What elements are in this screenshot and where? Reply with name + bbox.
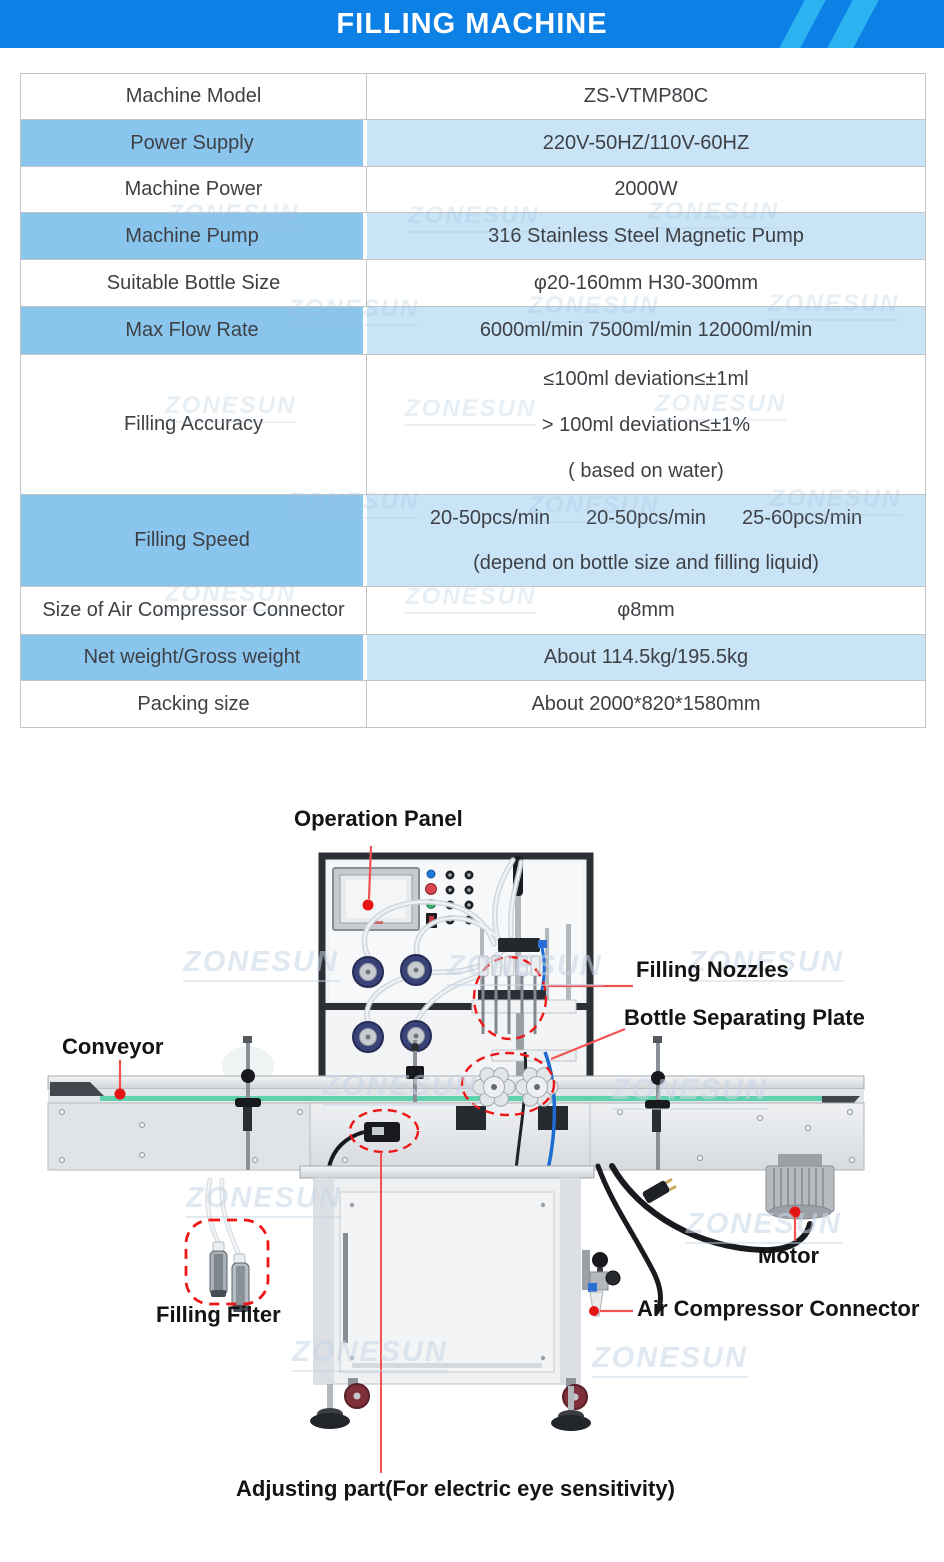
label-motor: Motor bbox=[758, 1243, 820, 1268]
row-label: Filling Accuracy bbox=[21, 355, 367, 494]
spec-table: Machine Model ZS-VTMP80C Power Supply 22… bbox=[20, 73, 926, 728]
page-title: FILLING MACHINE bbox=[336, 8, 608, 40]
label-air-compressor-connector: Air Compressor Connector bbox=[637, 1296, 920, 1321]
row-value: 20-50pcs/min 20-50pcs/min 25-60pcs/min (… bbox=[367, 495, 925, 586]
guide-rail-posts bbox=[235, 1036, 670, 1170]
table-row: Suitable Bottle Size φ20-160mm H30-300mm bbox=[21, 260, 925, 307]
speed-values: 20-50pcs/min 20-50pcs/min 25-60pcs/min bbox=[430, 496, 862, 541]
row-label: Filling Speed bbox=[21, 495, 367, 586]
label-conveyor: Conveyor bbox=[62, 1034, 164, 1059]
row-value: ≤100ml deviation≤±1ml > 100ml deviation≤… bbox=[367, 355, 925, 494]
row-value: About 114.5kg/195.5kg bbox=[367, 635, 925, 680]
annotations bbox=[114, 845, 801, 1473]
table-row: Max Flow Rate 6000ml/min 7500ml/min 1200… bbox=[21, 307, 925, 355]
row-label: Size of Air Compressor Connector bbox=[21, 587, 367, 634]
table-row: Packing size About 2000*820*1580mm bbox=[21, 681, 925, 728]
label-bottle-separating-plate: Bottle Separating Plate bbox=[624, 1005, 865, 1030]
row-value: 6000ml/min 7500ml/min 12000ml/min bbox=[367, 307, 925, 354]
machine-diagram bbox=[47, 845, 865, 1473]
row-value: 316 Stainless Steel Magnetic Pump bbox=[367, 213, 925, 259]
table-row: Net weight/Gross weight About 114.5kg/19… bbox=[21, 635, 925, 681]
speed-note: (depend on bottle size and filling liqui… bbox=[473, 551, 819, 574]
table-row: Size of Air Compressor Connector φ8mm bbox=[21, 587, 925, 635]
pump-heads bbox=[352, 954, 432, 1053]
row-label: Suitable Bottle Size bbox=[21, 260, 367, 306]
accuracy-line: ≤100ml deviation≤±1ml bbox=[543, 367, 749, 390]
table-row: Filling Accuracy ≤100ml deviation≤±1ml >… bbox=[21, 355, 925, 495]
accuracy-line: > 100ml deviation≤±1% bbox=[541, 413, 751, 436]
title-banner: FILLING MACHINE bbox=[0, 0, 944, 48]
silicone-tubes bbox=[361, 857, 524, 1025]
casters bbox=[310, 1378, 591, 1431]
label-filling-filter: Filling Filter bbox=[156, 1302, 281, 1327]
accuracy-line: ( based on water) bbox=[568, 459, 724, 482]
table-row: Filling Speed 20-50pcs/min 20-50pcs/min … bbox=[21, 495, 925, 587]
row-value: φ8mm bbox=[617, 599, 675, 621]
row-label: Power Supply bbox=[21, 120, 367, 166]
cables bbox=[595, 1163, 813, 1315]
row-value: 2000W bbox=[614, 178, 678, 200]
row-label: Machine Power bbox=[21, 167, 367, 212]
speed-value: 25-60pcs/min bbox=[742, 506, 863, 529]
filling-nozzles-part bbox=[471, 938, 577, 1105]
row-label: Machine Pump bbox=[21, 213, 367, 259]
row-value: About 2000*820*1580mm bbox=[531, 692, 761, 715]
table-row: Power Supply 220V-50HZ/110V-60HZ bbox=[21, 120, 925, 167]
table-row: Machine Pump 316 Stainless Steel Magneti… bbox=[21, 213, 925, 260]
table-row: Machine Power 2000W bbox=[21, 167, 925, 213]
row-value: 220V-50HZ/110V-60HZ bbox=[367, 120, 925, 166]
label-filling-nozzles: Filling Nozzles bbox=[636, 957, 789, 982]
row-label: Max Flow Rate bbox=[21, 307, 367, 354]
row-label: Packing size bbox=[21, 681, 367, 727]
air-regulator-part bbox=[582, 1250, 621, 1317]
label-operation-panel: Operation Panel bbox=[294, 806, 463, 831]
row-label: Net weight/Gross weight bbox=[21, 635, 367, 680]
row-label: Machine Model bbox=[21, 74, 367, 119]
speed-value: 20-50pcs/min bbox=[585, 506, 707, 529]
label-adjusting-part: Adjusting part(For electric eye sensitiv… bbox=[236, 1476, 675, 1501]
row-value: ZS-VTMP80C bbox=[583, 85, 709, 107]
lower-cabinet bbox=[299, 1165, 595, 1385]
speed-value: 20-50pcs/min bbox=[429, 506, 550, 529]
filling-filter-part bbox=[205, 1177, 250, 1312]
table-row: Machine Model ZS-VTMP80C bbox=[21, 74, 925, 120]
row-value: φ20-160mm H30-300mm bbox=[533, 271, 759, 294]
